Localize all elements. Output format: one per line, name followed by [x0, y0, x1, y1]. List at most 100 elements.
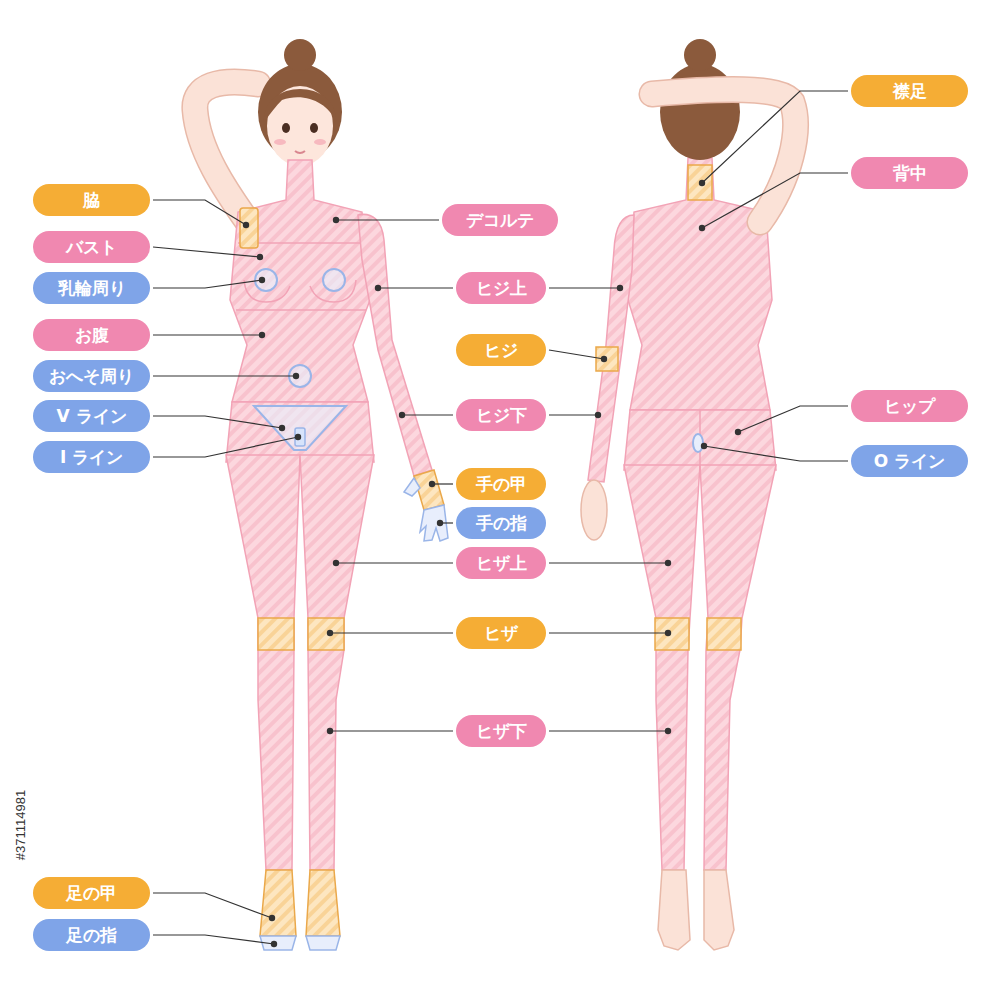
leader-dot: [601, 356, 607, 362]
part-label-pill: I ライン: [33, 441, 150, 473]
part-label-pill: 脇: [33, 184, 150, 216]
leader-line: [153, 200, 246, 225]
nape: [688, 165, 712, 200]
thumb: [404, 478, 420, 496]
armpit: [240, 208, 258, 248]
part-label-pill: ヒジ: [456, 334, 546, 366]
knee: [258, 618, 294, 650]
leader-line: [704, 446, 848, 461]
leader-dot: [701, 443, 707, 449]
part-name: デコルテ: [466, 212, 534, 229]
leader-dot: [699, 225, 705, 231]
leader-dot: [617, 285, 623, 291]
part-name: ヒジ: [484, 342, 518, 359]
leader-dot: [375, 285, 381, 291]
part-label-pill: 手の指: [456, 507, 546, 539]
leader-line: [549, 632, 668, 633]
foot: [260, 870, 296, 936]
part-name: バスト: [66, 239, 117, 256]
toes: [306, 936, 340, 950]
raised-arm: [195, 82, 258, 225]
leader-dot: [271, 941, 277, 947]
part-name: 足の甲: [66, 885, 117, 902]
part-name: 手の甲: [476, 476, 527, 493]
leader-dot: [327, 630, 333, 636]
part-label-pill: ヒジ上: [456, 272, 546, 304]
leg: [300, 455, 374, 870]
raised-arm-outline: [195, 82, 258, 225]
part-name: 足の指: [66, 927, 117, 944]
part-label-pill: お腹: [33, 319, 150, 351]
leader-dot: [293, 373, 299, 379]
leader-line: [549, 287, 620, 288]
part-label-pill: ヒジ下: [456, 399, 546, 431]
part-name: O ライン: [874, 453, 945, 470]
leader-dot: [327, 728, 333, 734]
eye: [282, 123, 290, 133]
part-name: ヒザ: [484, 625, 518, 642]
knee: [655, 618, 689, 650]
leader-dot: [665, 630, 671, 636]
part-name: ヒップ: [884, 398, 935, 415]
back: [628, 158, 772, 410]
leg: [700, 465, 776, 870]
leader-dot: [333, 560, 339, 566]
leader-dot: [699, 180, 705, 186]
part-name: ヒザ下: [476, 723, 527, 740]
leader-line: [330, 632, 453, 633]
leader-dot: [259, 332, 265, 338]
part-label-pill: ヒザ下: [456, 715, 546, 747]
front-figure: [195, 39, 448, 950]
foot: [704, 870, 734, 950]
leader-dot: [735, 429, 741, 435]
leader-dot: [259, 277, 265, 283]
part-name: お腹: [75, 327, 109, 344]
part-label-pill: おへそ周り: [33, 360, 150, 392]
part-name: ヒジ下: [476, 407, 527, 424]
leader-line: [702, 173, 848, 228]
leader-line: [336, 219, 439, 220]
knee: [707, 618, 741, 650]
o-line: [693, 434, 703, 452]
leg: [624, 465, 700, 870]
leg: [226, 455, 300, 870]
stock-id-watermark: #371114981: [13, 790, 28, 860]
leader-dot: [269, 915, 275, 921]
part-label-pill: ヒザ上: [456, 547, 546, 579]
leader-line: [153, 416, 282, 428]
leader-line: [549, 414, 598, 415]
i-line: [295, 428, 305, 446]
leader-line: [153, 935, 274, 944]
hair-bun: [284, 39, 316, 71]
hip: [624, 410, 776, 470]
leader-line: [702, 91, 848, 183]
leader-line: [153, 375, 296, 376]
leader-dot: [665, 728, 671, 734]
mouth: [295, 151, 305, 153]
leader-dot: [295, 434, 301, 440]
leader-dot: [243, 222, 249, 228]
back-figure: [581, 39, 795, 950]
leader-line: [402, 414, 453, 415]
part-label-pill: 足の指: [33, 919, 150, 951]
leader-dot: [429, 481, 435, 487]
part-label-pill: V ライン: [33, 400, 150, 432]
foot: [306, 870, 340, 936]
leader-line: [153, 280, 262, 288]
leader-dot: [595, 412, 601, 418]
leader-line: [549, 562, 668, 563]
knee: [308, 618, 344, 650]
leader-line: [153, 247, 260, 257]
part-name: 背中: [893, 165, 927, 182]
part-name: 手の指: [476, 515, 527, 532]
leader-dot: [257, 254, 263, 260]
leader-line: [336, 562, 453, 563]
part-name: ヒザ上: [476, 555, 527, 572]
part-name: 襟足: [893, 83, 927, 100]
leader-dot: [399, 412, 405, 418]
part-label-pill: ヒザ: [456, 617, 546, 649]
leader-dot: [333, 217, 339, 223]
